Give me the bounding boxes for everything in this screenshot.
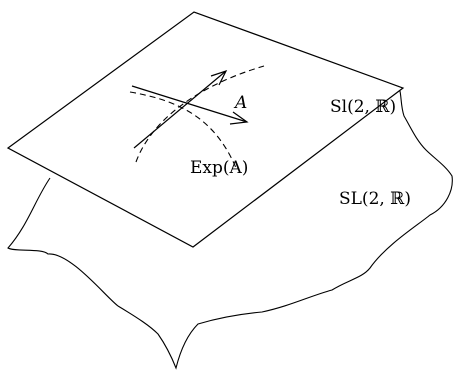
dashed-curve-lower <box>129 91 237 169</box>
exponential-label: Exp(A) <box>190 158 248 178</box>
vector-a-line <box>131 85 248 123</box>
dashed-curve-upper <box>135 65 265 163</box>
tangent-line <box>133 70 227 149</box>
tangent-plane <box>6 11 405 248</box>
vector-a-arrowhead <box>229 111 249 125</box>
lie-group-label: SL(2, ℝ) <box>339 189 411 209</box>
group-surface <box>7 85 453 370</box>
lie-algebra-label: Sl(2, ℝ) <box>330 97 396 117</box>
tangent-line-arrowhead <box>210 69 228 86</box>
vector-a-label: A <box>233 93 247 113</box>
